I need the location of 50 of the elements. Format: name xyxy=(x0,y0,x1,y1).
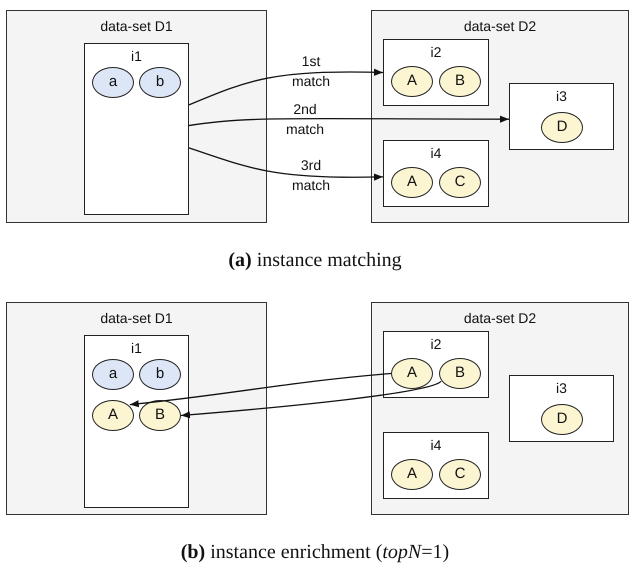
subfigure-caption: (a) instance matching xyxy=(227,248,403,273)
box-title: data-set D2 xyxy=(462,311,538,325)
dataset-panel xyxy=(371,302,629,515)
attribute-ellipse: A xyxy=(391,459,433,490)
attribute-ellipse: B xyxy=(139,400,181,431)
box-title: i3 xyxy=(555,381,568,395)
box-title: i2 xyxy=(430,337,442,351)
attribute-ellipse: D xyxy=(541,112,583,143)
box-title: data-set D1 xyxy=(99,19,174,33)
attribute-ellipse: C xyxy=(439,459,481,490)
instance-box xyxy=(509,375,614,442)
box-title: i4 xyxy=(430,146,442,160)
dataset-panel xyxy=(6,302,267,515)
instance-box xyxy=(84,43,189,215)
arrow xyxy=(188,68,384,106)
instance-box xyxy=(383,140,489,207)
instance-box xyxy=(383,331,489,398)
box-title: i1 xyxy=(130,341,143,355)
arrow xyxy=(180,380,442,418)
box-title: data-set D2 xyxy=(462,19,538,33)
instance-box xyxy=(509,83,614,150)
subfigure-caption: (b) instance enrichment (topN=1) xyxy=(180,540,450,565)
attribute-ellipse: B xyxy=(439,66,481,97)
box-title: i1 xyxy=(130,49,143,63)
instance-box xyxy=(383,432,489,499)
instance-box xyxy=(84,335,189,508)
attribute-ellipse: A xyxy=(391,358,433,389)
instance-box xyxy=(383,39,489,106)
attribute-ellipse: b xyxy=(139,359,181,390)
arrow xyxy=(130,372,392,408)
attribute-ellipse: C xyxy=(439,167,481,198)
edge-label: 1st match xyxy=(290,52,332,91)
box-title: data-set D1 xyxy=(99,311,174,325)
box-title: i2 xyxy=(430,45,442,59)
attribute-ellipse: A xyxy=(92,400,134,431)
dataset-panel xyxy=(371,10,629,223)
arrow xyxy=(188,147,384,181)
box-title: i3 xyxy=(555,89,568,103)
attribute-ellipse: B xyxy=(439,358,481,389)
box-title: i4 xyxy=(430,438,442,452)
edge-label: 2nd match xyxy=(284,100,326,139)
attribute-ellipse: a xyxy=(92,359,134,390)
edge-label: 3rd match xyxy=(290,156,332,195)
attribute-ellipse: A xyxy=(391,167,433,198)
attribute-ellipse: a xyxy=(92,67,134,98)
attribute-ellipse: D xyxy=(541,404,583,435)
attribute-ellipse: b xyxy=(139,67,181,98)
dataset-panel xyxy=(6,10,267,223)
arrow xyxy=(188,116,509,126)
attribute-ellipse: A xyxy=(391,66,433,97)
